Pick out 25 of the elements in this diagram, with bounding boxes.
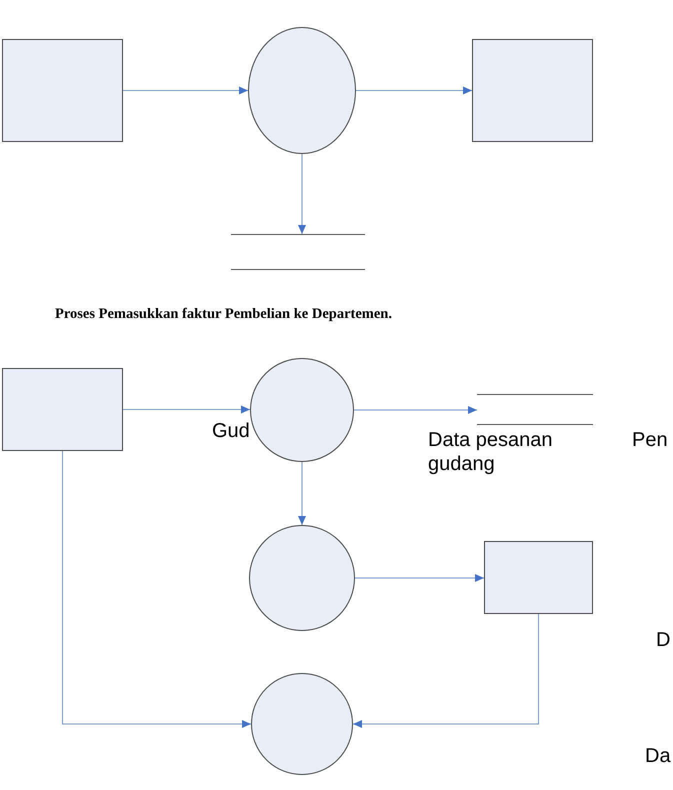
text-label: Gud — [212, 419, 250, 443]
text-label: D — [656, 628, 670, 652]
data-store — [231, 234, 365, 270]
flow-arrow — [356, 86, 472, 94]
process-ellipse — [248, 27, 356, 154]
flow-arrow — [352, 614, 539, 728]
process-circle — [250, 358, 354, 462]
text-label: Pen — [632, 428, 668, 452]
data-store — [477, 394, 593, 425]
flow-arrow — [122, 86, 248, 94]
process-circle — [251, 673, 353, 775]
flow-arrow — [122, 406, 250, 414]
flow-arrow — [354, 574, 484, 582]
process-circle — [249, 525, 355, 631]
flow-arrow — [354, 406, 478, 414]
text-label: Da — [645, 744, 671, 768]
entity-box — [2, 39, 123, 142]
flow-arrow — [298, 462, 306, 526]
entity-box — [484, 541, 593, 614]
entity-box — [472, 39, 593, 142]
flow-arrow — [298, 154, 306, 234]
entity-box — [2, 368, 123, 451]
text-label: Data pesanan gudang — [428, 428, 554, 476]
flow-arrow — [62, 450, 252, 728]
diagram-title: Proses Pemasukkan faktur Pembelian ke Departemen. — [55, 305, 392, 323]
